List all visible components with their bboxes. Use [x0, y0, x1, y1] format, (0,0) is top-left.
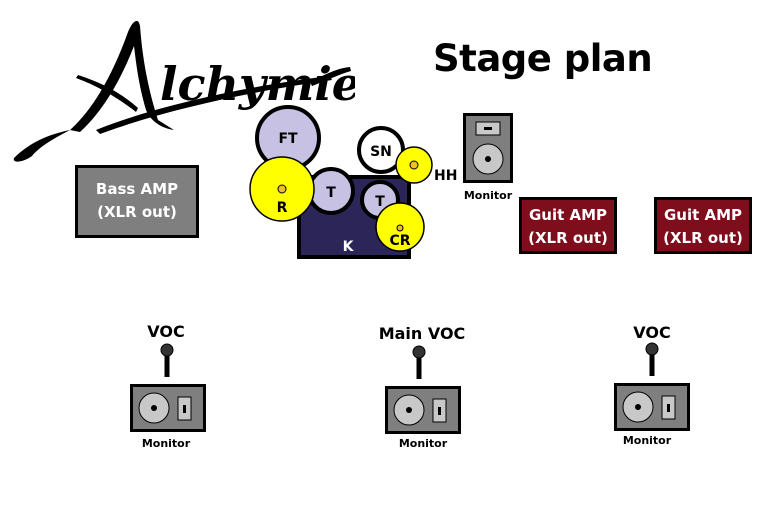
page-title: Stage plan	[433, 37, 653, 80]
guitar-amp-right-label: Guit AMP	[663, 206, 743, 224]
bass-amp-label: Bass AMP	[95, 180, 179, 198]
right-monitor-label: Monitor	[622, 434, 672, 447]
guitar-amp-left: Guit AMP (XLR out)	[519, 197, 617, 254]
tom-2-label: T	[375, 194, 385, 210]
drum-kit: K FT T T R SN HH CR	[249, 105, 457, 259]
ride-bell	[277, 184, 287, 194]
crash-bell	[396, 224, 404, 232]
snare-label: SN	[370, 144, 392, 160]
microphone-icon	[412, 345, 426, 379]
alchymie-logo: lchymie	[13, 20, 355, 162]
logo-letter-a	[70, 20, 174, 132]
hihat-bell	[409, 160, 419, 170]
vocal-left-label: VOC	[147, 322, 185, 341]
drum-monitor	[463, 113, 513, 183]
guitar-amp-left-label: Guit AMP	[528, 206, 608, 224]
logo-swoosh	[13, 130, 70, 162]
tom-1-label: T	[326, 185, 336, 201]
guitar-amp-right-output: (XLR out)	[663, 229, 743, 247]
guitar-amp-left-output: (XLR out)	[528, 229, 608, 247]
floor-tom-label: FT	[278, 131, 298, 147]
ride-label: R	[277, 200, 288, 216]
bass-amp-output: (XLR out)	[97, 203, 177, 221]
wedge-monitor-left	[130, 384, 206, 432]
center-monitor-label: Monitor	[398, 437, 448, 450]
microphone-icon	[160, 343, 174, 377]
logo-letters: lchymie	[160, 57, 355, 111]
left-monitor-label: Monitor	[141, 437, 191, 450]
wedge-monitor-right	[614, 383, 690, 431]
hihat-label: HH	[434, 168, 457, 184]
vocal-right-label: VOC	[633, 323, 671, 342]
crash-label: CR	[389, 233, 410, 249]
kick-label: K	[343, 239, 355, 255]
guitar-amp-right: Guit AMP (XLR out)	[654, 197, 752, 254]
logo-underline	[96, 76, 332, 134]
vocal-center-label: Main VOC	[378, 324, 466, 343]
drum-monitor-label: Monitor	[463, 189, 513, 202]
bass-amp: Bass AMP (XLR out)	[75, 165, 199, 238]
microphone-icon	[645, 342, 659, 376]
wedge-monitor-center	[385, 386, 461, 434]
